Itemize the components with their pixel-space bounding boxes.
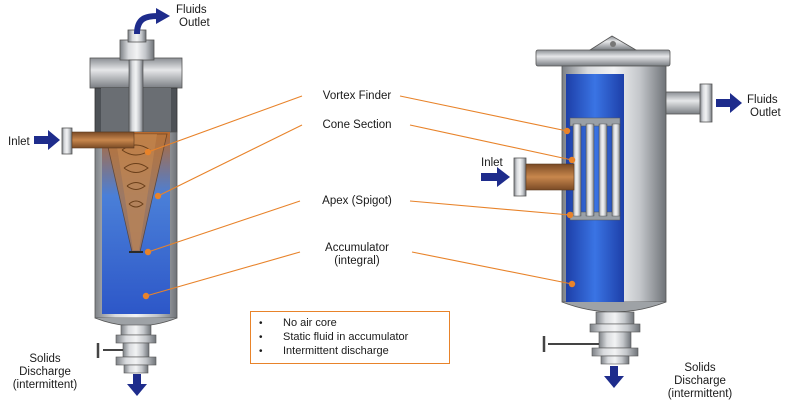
note-text: Static fluid in accumulator	[283, 331, 409, 343]
leader-vortex-right	[399, 95, 568, 132]
right-outlet-pipe	[665, 91, 703, 115]
right-inlet-flange	[513, 157, 527, 197]
outlet-arrow-right	[716, 99, 732, 107]
label-solids-right-3: (intermittent)	[668, 388, 733, 400]
label-vortex-finder: Vortex Finder	[323, 90, 392, 102]
discharge-arrow-right	[610, 366, 618, 378]
notes-box: • No air core • Static fluid in accumulato…	[250, 311, 450, 364]
note-text: No air core	[283, 317, 337, 329]
marker-accumulator-left	[142, 292, 150, 300]
leader-cone-left	[157, 124, 303, 197]
marker-cone-right	[568, 156, 576, 164]
label-solids-left-1: Solids	[29, 353, 61, 365]
marker-apex-right	[566, 211, 574, 219]
right-discharge-valve	[598, 331, 632, 349]
labels: Fluids Outlet Inlet Inlet Fluids Outlet …	[8, 4, 781, 400]
left-inlet-flange	[61, 127, 73, 155]
bullet-icon: •	[259, 346, 263, 357]
label-solids-left-2: Discharge	[19, 366, 71, 378]
marker-accumulator-right	[568, 280, 576, 288]
left-inlet-pipe	[71, 131, 135, 149]
bullet-icon: •	[259, 332, 263, 343]
label-solids-left-3: (intermittent)	[13, 379, 78, 391]
label-fluids-outlet-left-1: Fluids	[176, 4, 207, 16]
note-text: Intermittent discharge	[283, 345, 389, 357]
leader-vortex-left	[147, 95, 303, 153]
note-item: • Static fluid in accumulator	[259, 330, 449, 344]
outlet-arrow-left	[134, 13, 159, 35]
marker-cone-left	[154, 192, 162, 200]
label-fluids-outlet-right-1: Fluids	[747, 94, 778, 106]
marker-vortex-right	[563, 127, 571, 135]
notes-list: • No air core • Static fluid in accumulato…	[251, 312, 449, 358]
label-accumulator-2: (integral)	[334, 255, 380, 267]
marker-apex-left	[144, 248, 152, 256]
label-inlet-left: Inlet	[8, 136, 31, 148]
right-cyclone-exterior	[513, 35, 713, 365]
inlet-arrow-right	[481, 173, 499, 181]
left-outlet-nozzle	[119, 39, 155, 61]
leader-accumulator-right	[411, 251, 573, 285]
inlet-arrow-left	[34, 136, 50, 144]
label-solids-right-2: Discharge	[674, 375, 726, 387]
leader-cone-right	[409, 124, 573, 161]
left-cyclone-cutaway	[61, 29, 183, 374]
label-fluids-outlet-right-2: Outlet	[750, 107, 781, 119]
bullet-icon: •	[259, 318, 263, 329]
label-accumulator-1: Accumulator	[325, 242, 389, 254]
label-fluids-outlet-left-2: Outlet	[179, 17, 210, 29]
marker-dots	[142, 127, 576, 300]
note-item: • Intermittent discharge	[259, 344, 449, 358]
flow-arrows	[34, 8, 742, 396]
label-cone-section: Cone Section	[322, 119, 391, 131]
left-discharge-valve	[122, 342, 150, 358]
label-apex: Apex (Spigot)	[322, 195, 392, 207]
leader-lines	[145, 95, 573, 297]
discharge-arrow-left	[133, 374, 141, 386]
leader-accumulator-left	[145, 251, 301, 297]
label-solids-right-1: Solids	[684, 362, 716, 374]
leader-apex-left	[147, 200, 301, 253]
marker-vortex-left	[144, 148, 152, 156]
note-item: • No air core	[259, 316, 449, 330]
right-inlet-pipe	[525, 163, 575, 191]
right-top-flange	[535, 49, 671, 67]
label-inlet-right: Inlet	[481, 157, 504, 169]
leader-apex-right	[409, 200, 571, 216]
